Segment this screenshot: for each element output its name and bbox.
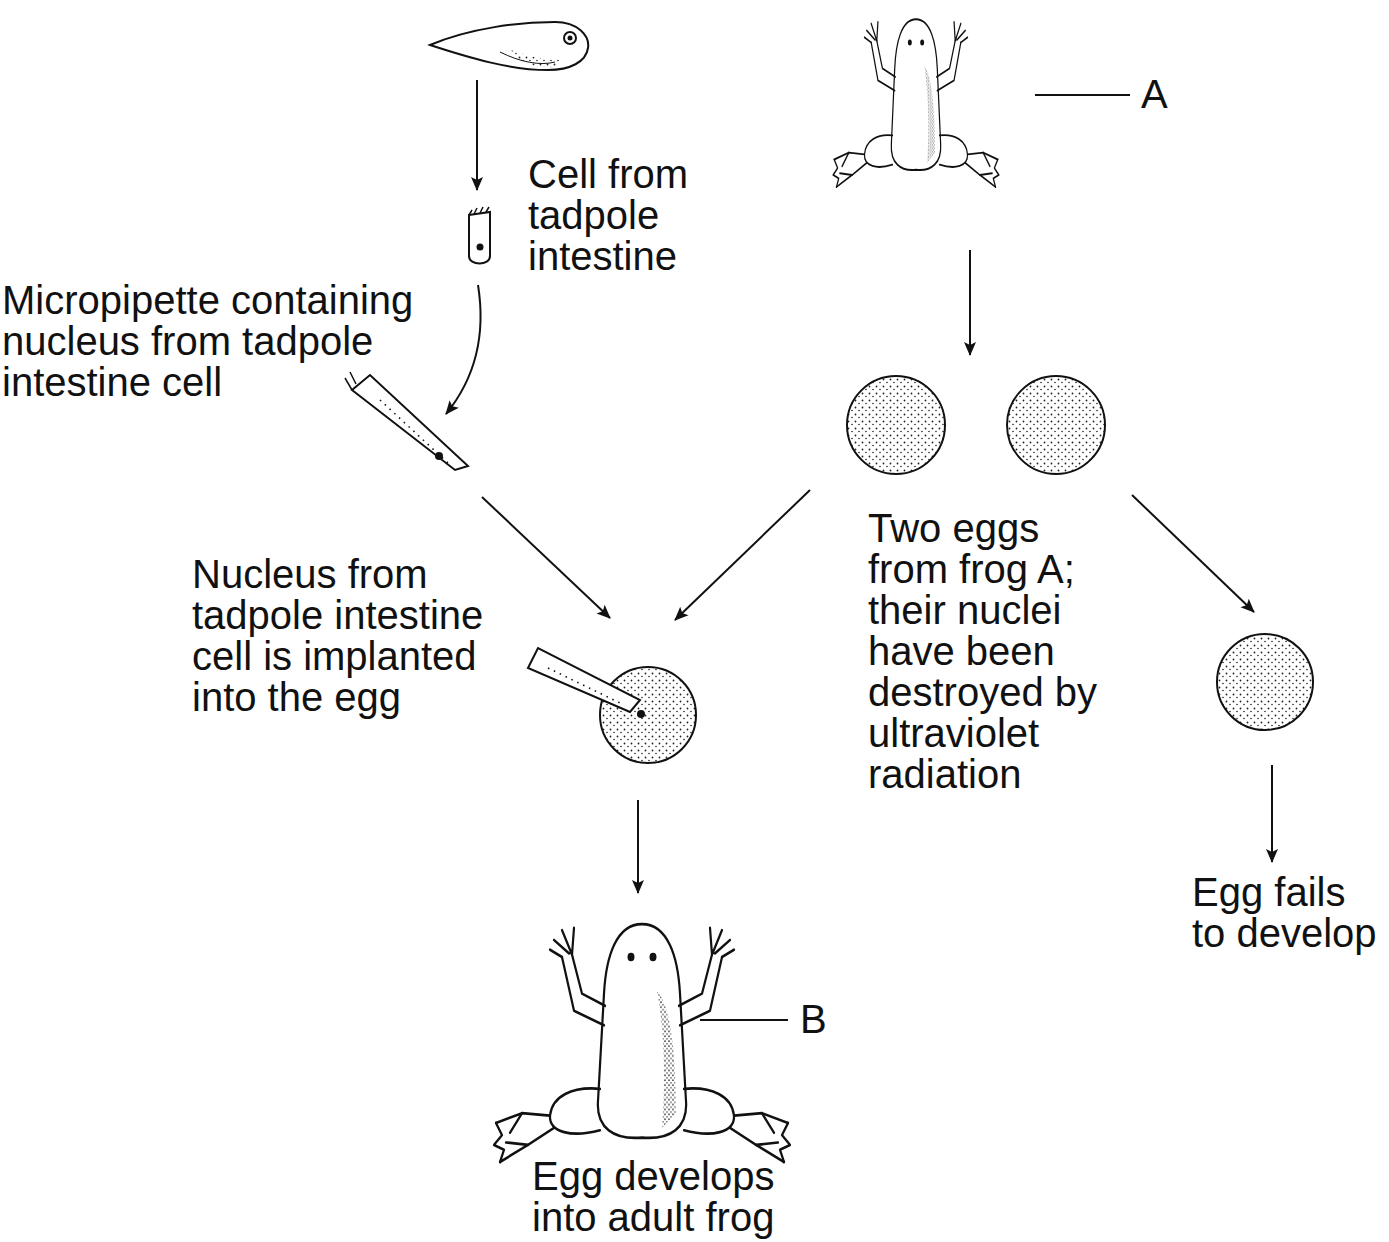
intestine-cell (469, 207, 490, 264)
caption: Cell from tadpole intestine (528, 154, 728, 277)
frog-node: A (830, 10, 1183, 210)
egg (1217, 634, 1313, 730)
arrow (1271, 765, 1273, 862)
arrow (969, 250, 971, 355)
caption: Nucleus from tadpole intestine cell is i… (192, 554, 507, 718)
caption: Two eggs from frog A; their nuclei have … (868, 508, 1123, 795)
cell-caption: Cell from tadpole intestine (460, 150, 730, 290)
leader-line (700, 1019, 788, 1021)
egg (1007, 376, 1105, 474)
caption: Egg develops into adult frog (532, 1156, 797, 1238)
micropipette (345, 372, 468, 470)
egg (847, 376, 945, 474)
arrow (675, 490, 810, 620)
frog-a (833, 19, 999, 187)
caption: Micropipette containing nucleus from tad… (2, 280, 442, 403)
caption: Egg fails to develop (1192, 872, 1382, 954)
fail-caption: Egg fails to develop (1190, 630, 1384, 958)
arrow (1132, 495, 1254, 612)
callout-letter: B (800, 999, 840, 1040)
egg (600, 667, 696, 763)
arrow (476, 80, 478, 190)
leader-line (1035, 94, 1130, 96)
frog-b (494, 924, 790, 1162)
eggs-caption: Two eggs from frog A; their nuclei have … (840, 370, 1125, 800)
frog-node: B Egg develops into adult frog (490, 915, 842, 1242)
arrow (482, 497, 610, 618)
callout-letter: A (1141, 74, 1181, 115)
implant-caption: Nucleus from tadpole intestine cell is i… (190, 550, 700, 770)
pipette-caption: Micropipette containing nucleus from tad… (0, 280, 470, 480)
tadpole (430, 22, 588, 70)
arrow (637, 800, 639, 893)
micropipette (528, 648, 640, 712)
arrow (446, 285, 481, 414)
